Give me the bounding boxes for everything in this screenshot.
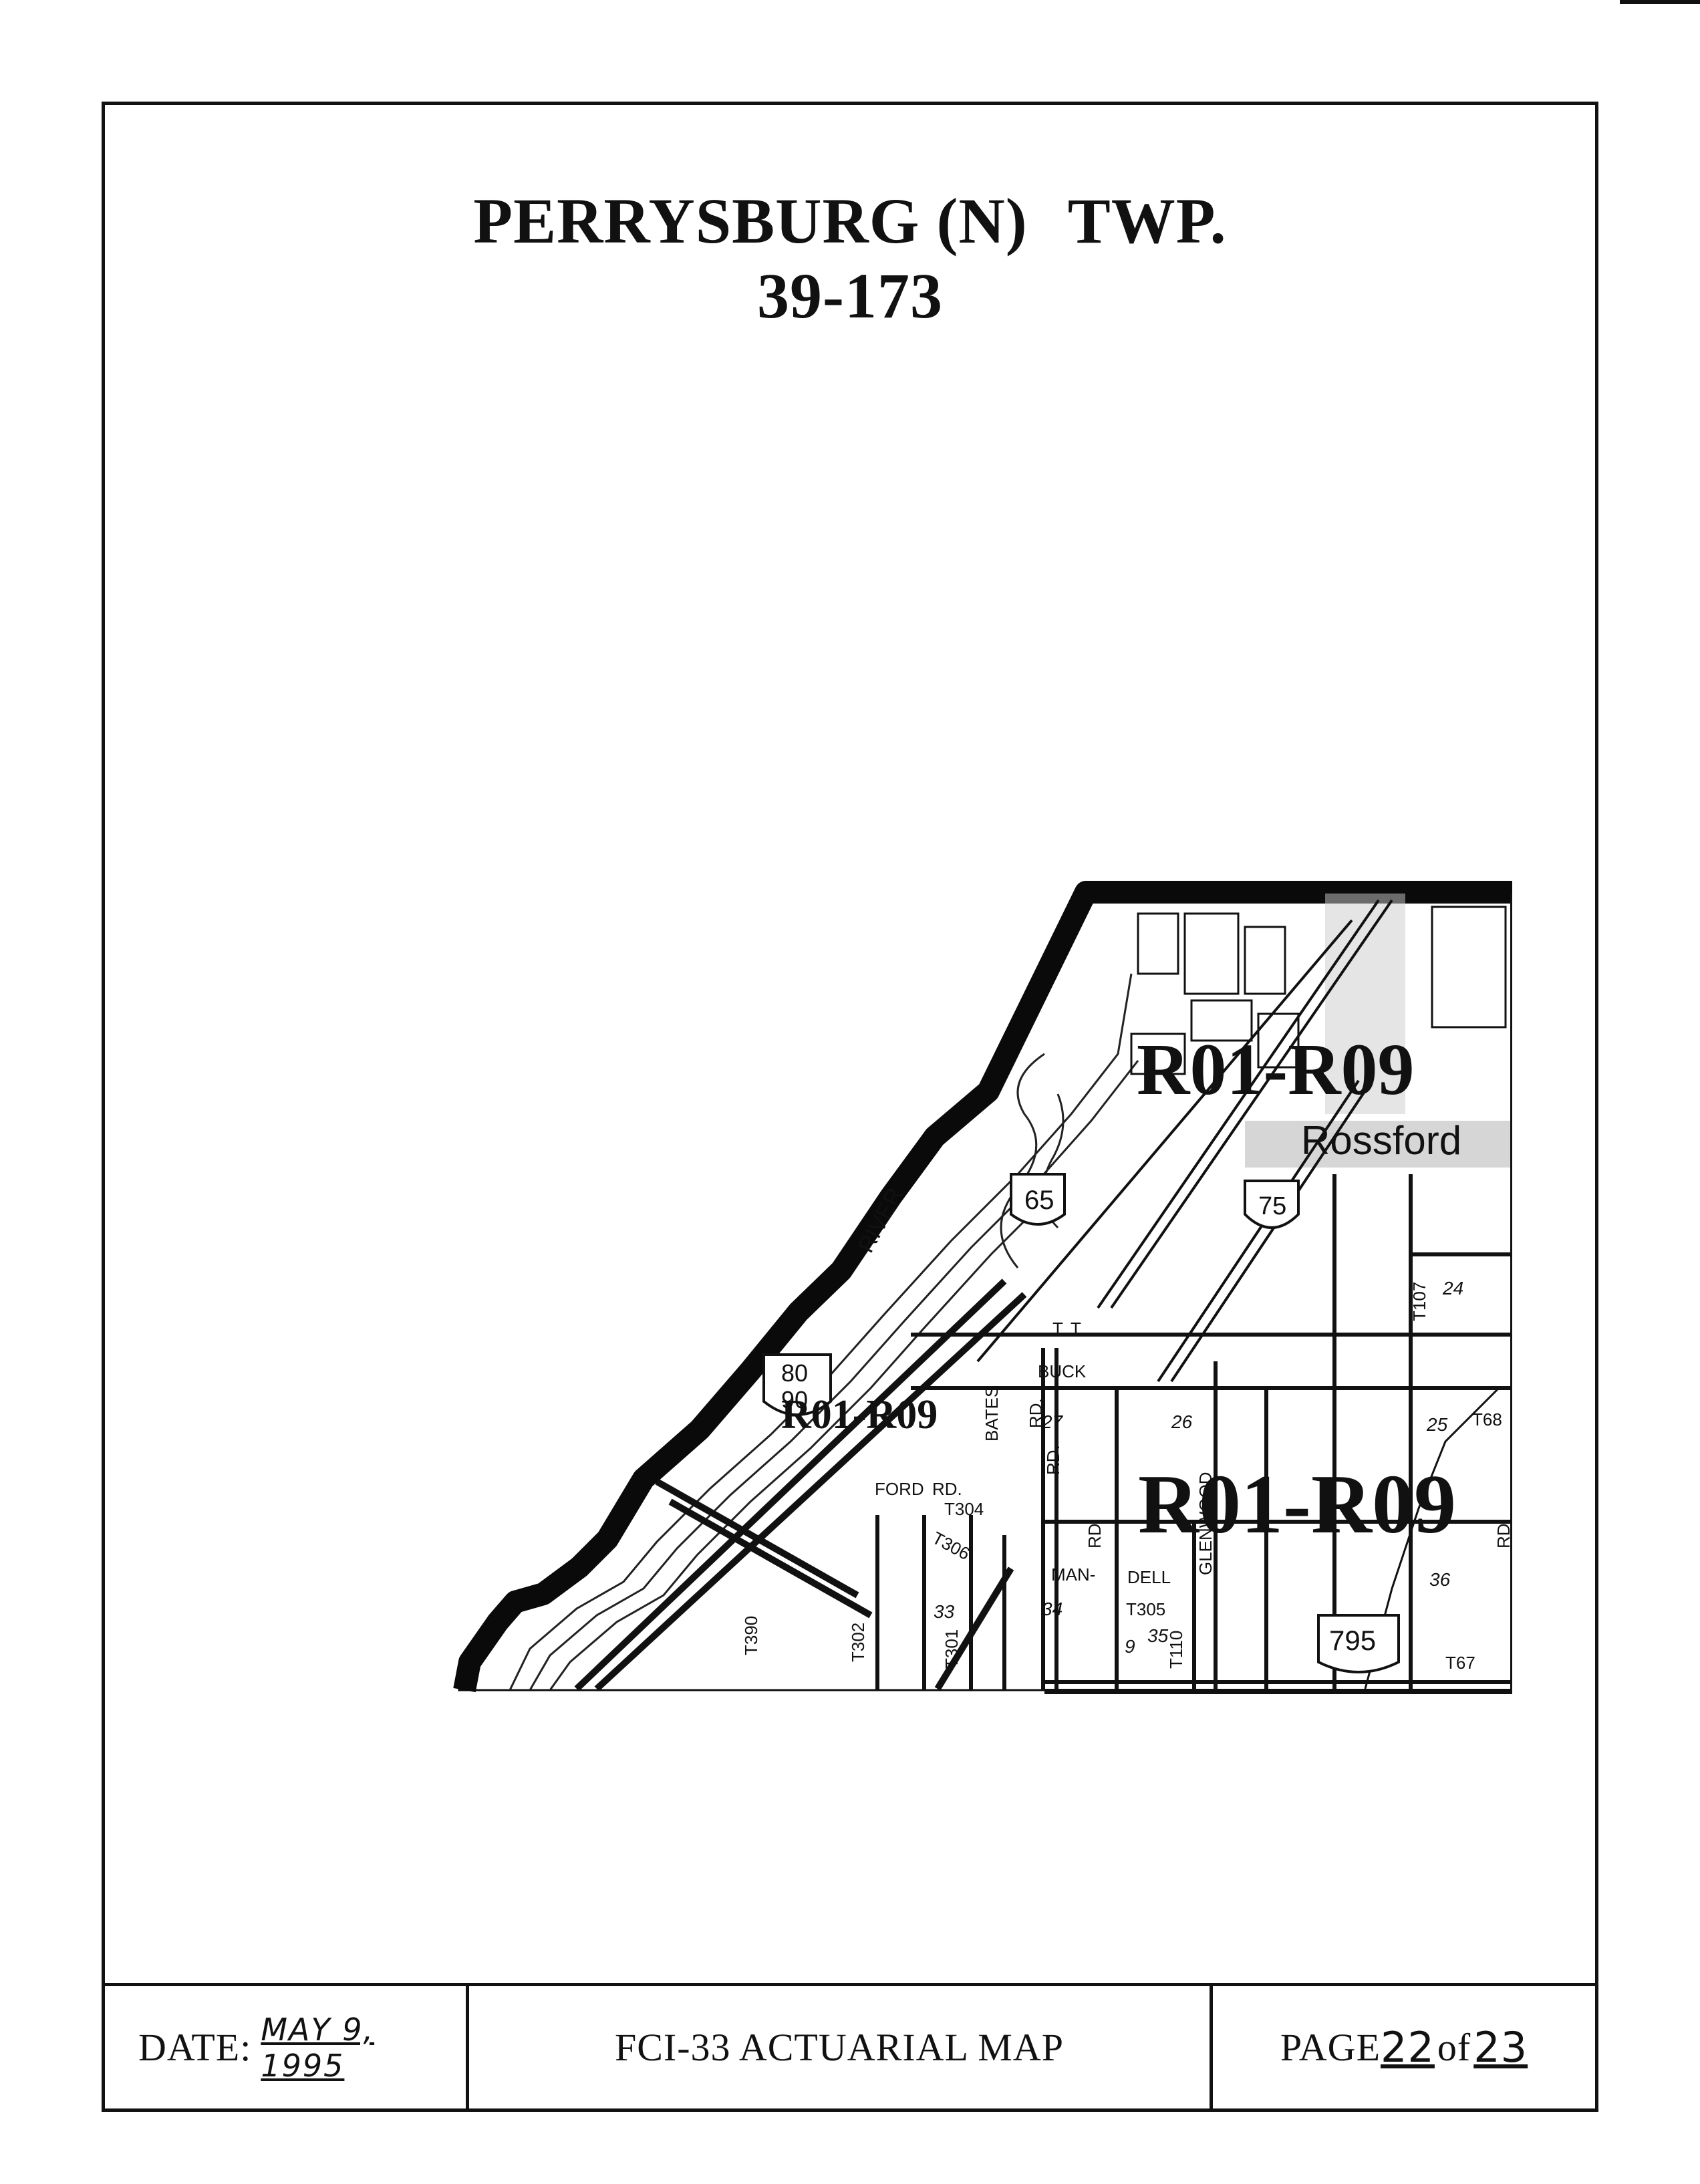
scan-edge-mark [1620, 0, 1700, 4]
date-label: DATE: [138, 2026, 252, 2069]
zone-label-east: R01-R09 [1138, 1458, 1456, 1551]
river-bank-boundary [453, 881, 1512, 1693]
svg-text:65: 65 [1024, 1186, 1054, 1215]
svg-text:80: 80 [781, 1359, 808, 1387]
svg-text:27: 27 [1041, 1411, 1064, 1432]
svg-text:34: 34 [1042, 1599, 1062, 1619]
svg-text:T67: T67 [1445, 1653, 1475, 1673]
urban-blocks [1130, 906, 1507, 1075]
township-code: 39-173 [757, 260, 943, 331]
svg-text:T301: T301 [942, 1629, 962, 1669]
svg-text:DELL: DELL [1127, 1567, 1171, 1587]
interstate-75 [976, 899, 1393, 1383]
page-current: 22 [1381, 2023, 1435, 2072]
svg-text:T305: T305 [1126, 1599, 1165, 1619]
section-numbers: 24 25 26 27 33 34 35 36 9 [934, 1278, 1463, 1657]
svg-text:RD.: RD. [1026, 1398, 1046, 1428]
date-value: MAY 9, 1995 [261, 2011, 375, 2084]
route-795-shield: 795 [1317, 1614, 1400, 1673]
date-cell: DATE: MAY 9, 1995 [105, 1986, 469, 2108]
route-80-90-shield: 80 90 [762, 1353, 832, 1416]
svg-text:RD.: RD. [932, 1479, 962, 1499]
zone-label-north: R01-R09 [1137, 1029, 1415, 1110]
page-label: PAGE [1280, 2026, 1381, 2069]
township-suffix: TWP. [1067, 185, 1227, 257]
svg-text:33: 33 [934, 1601, 955, 1622]
map-type-title: FCI-33 ACTUARIAL MAP [614, 2026, 1065, 2069]
svg-text:BATES: BATES [982, 1386, 1002, 1442]
place-label-rossford: Rossford [1301, 1118, 1461, 1163]
page-total: 23 [1473, 2023, 1528, 2072]
svg-text:T110: T110 [1166, 1631, 1186, 1669]
zone-label-west: R01-R09 [781, 1392, 938, 1438]
svg-text:25: 25 [1426, 1414, 1448, 1435]
route-65-shield: 65 [1010, 1173, 1066, 1226]
svg-text:T304: T304 [944, 1499, 984, 1519]
svg-text:795: 795 [1329, 1625, 1376, 1656]
interstate-80-90 [574, 1278, 1027, 1691]
svg-text:24: 24 [1442, 1278, 1463, 1299]
svg-text:T68: T68 [1472, 1409, 1502, 1429]
svg-text:RD.: RD. [1043, 1445, 1063, 1475]
svg-text:T302: T302 [848, 1623, 868, 1662]
svg-text:9: 9 [1125, 1636, 1135, 1657]
svg-text:T. T.: T. T. [1052, 1319, 1084, 1339]
township-road-labels: T390 T302 T301 T304 T306 T305 T110 T107 … [741, 1282, 1502, 1673]
svg-text:GLENWOOD: GLENWOOD [1195, 1472, 1216, 1575]
sheet-title: PERRYSBURG (N) TWP. 39-173 [105, 184, 1595, 333]
route-75-shield: 75 [1244, 1180, 1300, 1229]
map-title-cell: FCI-33 ACTUARIAL MAP [469, 1986, 1213, 2108]
sheet-footer: DATE: MAY 9, 1995 FCI-33 ACTUARIAL MAP P… [105, 1983, 1595, 2108]
road-grid [875, 894, 1512, 1690]
svg-text:75: 75 [1258, 1192, 1286, 1220]
svg-text:35: 35 [1147, 1625, 1169, 1646]
svg-text:FORD: FORD [875, 1479, 924, 1499]
shaded-area-north [1245, 1121, 1512, 1168]
township-name: PERRYSBURG (N) [473, 185, 1028, 257]
svg-text:T107: T107 [1409, 1282, 1429, 1321]
svg-text:BUCK: BUCK [1038, 1361, 1087, 1381]
svg-text:MAN-: MAN- [1051, 1564, 1095, 1585]
svg-text:90: 90 [781, 1386, 808, 1413]
page-number-cell: PAGE 22 of 23 [1213, 1986, 1595, 2108]
map-sheet-frame: PERRYSBURG (N) TWP. 39-173 RIVER [102, 102, 1598, 2112]
svg-text:RD.: RD. [1494, 1518, 1512, 1548]
shaded-area-northeast [1325, 894, 1405, 1114]
svg-text:RD.: RD. [1085, 1518, 1105, 1548]
page-of-label: of [1437, 2026, 1471, 2069]
actuarial-map: RIVER [453, 881, 1512, 1694]
svg-text:36: 36 [1429, 1569, 1451, 1590]
svg-text:26: 26 [1171, 1411, 1193, 1432]
svg-text:T390: T390 [741, 1616, 761, 1655]
road-labels: BUCK FORD RD. BATES RD. RD. MAN- DELL GL… [875, 1319, 1512, 1587]
